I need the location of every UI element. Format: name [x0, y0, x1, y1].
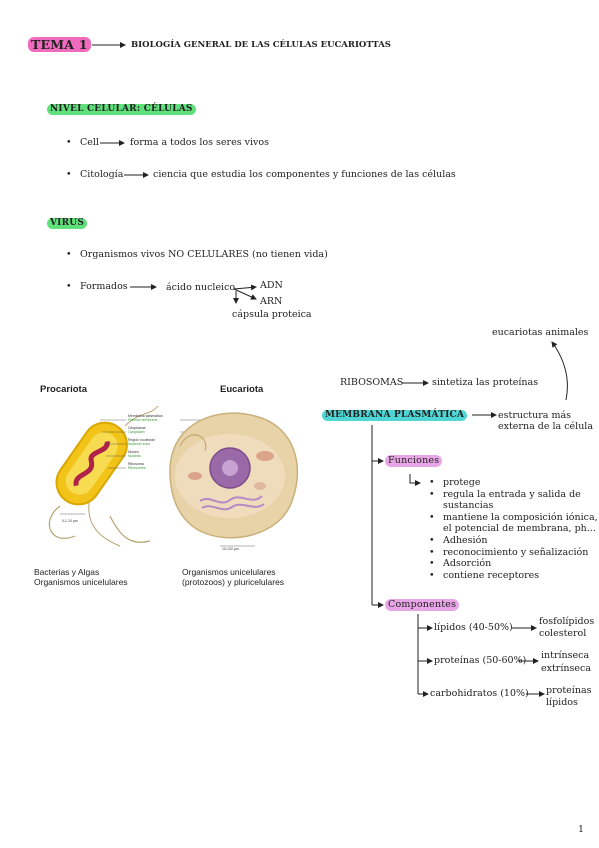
legend-membrane: Plasma membrane: [128, 418, 158, 422]
scale-procariota: 0,1-10 μm: [62, 519, 78, 523]
caption-procariota-2: Organismos unicelulares: [34, 577, 128, 587]
page-title: BIOLOGÍA GENERAL DE LAS CÉLULAS EUCARIOT…: [131, 40, 391, 50]
citologia-term: Citología: [66, 169, 124, 181]
nivel-heading: NIVEL CELULAR: CÉLULAS: [47, 104, 196, 115]
virus-heading: VIRUS: [47, 218, 88, 229]
func-item-7: contiene receptores: [429, 570, 539, 582]
membrana-def-2: externa de la célula: [498, 421, 594, 432]
tema-badge: TEMA 1: [28, 37, 91, 52]
legend-nucleus: Nucleus: [128, 454, 141, 458]
acido-nucleico: ácido nucleico: [166, 282, 236, 293]
caption-procariota-1: Bacterias y Algas: [34, 567, 100, 577]
eucariotas-animales: eucariotas animales: [492, 327, 589, 338]
proteinas-a: intrínseca: [541, 650, 590, 661]
lipidos-a: fosfolípidos: [539, 616, 595, 627]
func-item-1: protege: [429, 477, 480, 489]
formados-term: Formados: [66, 281, 128, 293]
procariota-title: Procariota: [40, 384, 87, 395]
carbohidratos-a: proteínas: [546, 685, 592, 696]
caption-eucariota-1: Organismos unicelulares: [182, 567, 276, 577]
eucariota-title: Eucariota: [220, 384, 264, 395]
proteinas-label: proteínas (50-60%): [434, 655, 527, 666]
cell-comparison-illustration: [48, 405, 299, 547]
func-item-5: reconocimiento y señalización: [429, 547, 588, 559]
arn-label: ARN: [260, 296, 283, 307]
adn-label: ADN: [260, 280, 283, 291]
legend-cytoplasm: Cytoplasm: [128, 430, 145, 434]
lipidos-b: colesterol: [539, 628, 587, 639]
func-item-2b: sustancias: [443, 500, 494, 511]
carbohidratos-b: lípidos: [546, 697, 578, 708]
legend-region: Región nucleoide: [128, 438, 156, 442]
func-item-3: mantiene la composición iónica,: [429, 512, 598, 524]
legend-ribosomes: Ribosomes: [128, 466, 146, 470]
page-number: 1: [578, 824, 585, 835]
cell-definition: forma a todos los seres vivos: [130, 137, 269, 148]
ribosomas-definition: sintetiza las proteínas: [432, 377, 539, 388]
virus-bullet-1: Organismos vivos NO CELULARES (no tienen…: [66, 249, 328, 261]
capsula-label: cápsula proteica: [232, 309, 312, 320]
eukaryote-cell-icon: [169, 412, 299, 539]
caption-eucariota-2: (protozoos) y pluricelulares: [182, 577, 285, 587]
membrana-def-1: estructura más: [498, 410, 572, 421]
legend-citoplasma: Citoplasma: [128, 426, 146, 430]
legend-nucleoid: Nucleoid zone: [128, 442, 151, 446]
funciones-heading: Funciones: [385, 455, 443, 467]
func-item-2: regula la entrada y salida de: [429, 489, 581, 501]
citologia-definition: ciencia que estudia los componentes y fu…: [153, 169, 456, 180]
scale-eucariota: 10-100 μm: [222, 547, 239, 551]
carbohidratos-label: carbohidratos (10%): [430, 688, 529, 699]
prokaryote-cell-icon: [48, 405, 159, 547]
cell-term: Cell: [66, 137, 99, 149]
func-item-4: Adhesión: [429, 535, 488, 547]
legend-ribosoma: Ribosoma: [128, 462, 144, 466]
legend-membrana: Membrana plasmática: [128, 414, 163, 418]
func-item-6: Adsorción: [429, 558, 491, 570]
proteinas-b: extrínseca: [541, 663, 591, 674]
lipidos-label: lípidos (40-50%): [434, 622, 513, 633]
componentes-heading: Componentes: [385, 599, 460, 611]
func-item-3b: el potencial de membrana, ph...: [443, 523, 596, 534]
legend-nucleo: Núcleo: [128, 450, 139, 454]
ribosomas-term: RIBOSOMAS: [340, 377, 404, 388]
membrana-heading: MEMBRANA PLASMÁTICA: [322, 410, 468, 421]
